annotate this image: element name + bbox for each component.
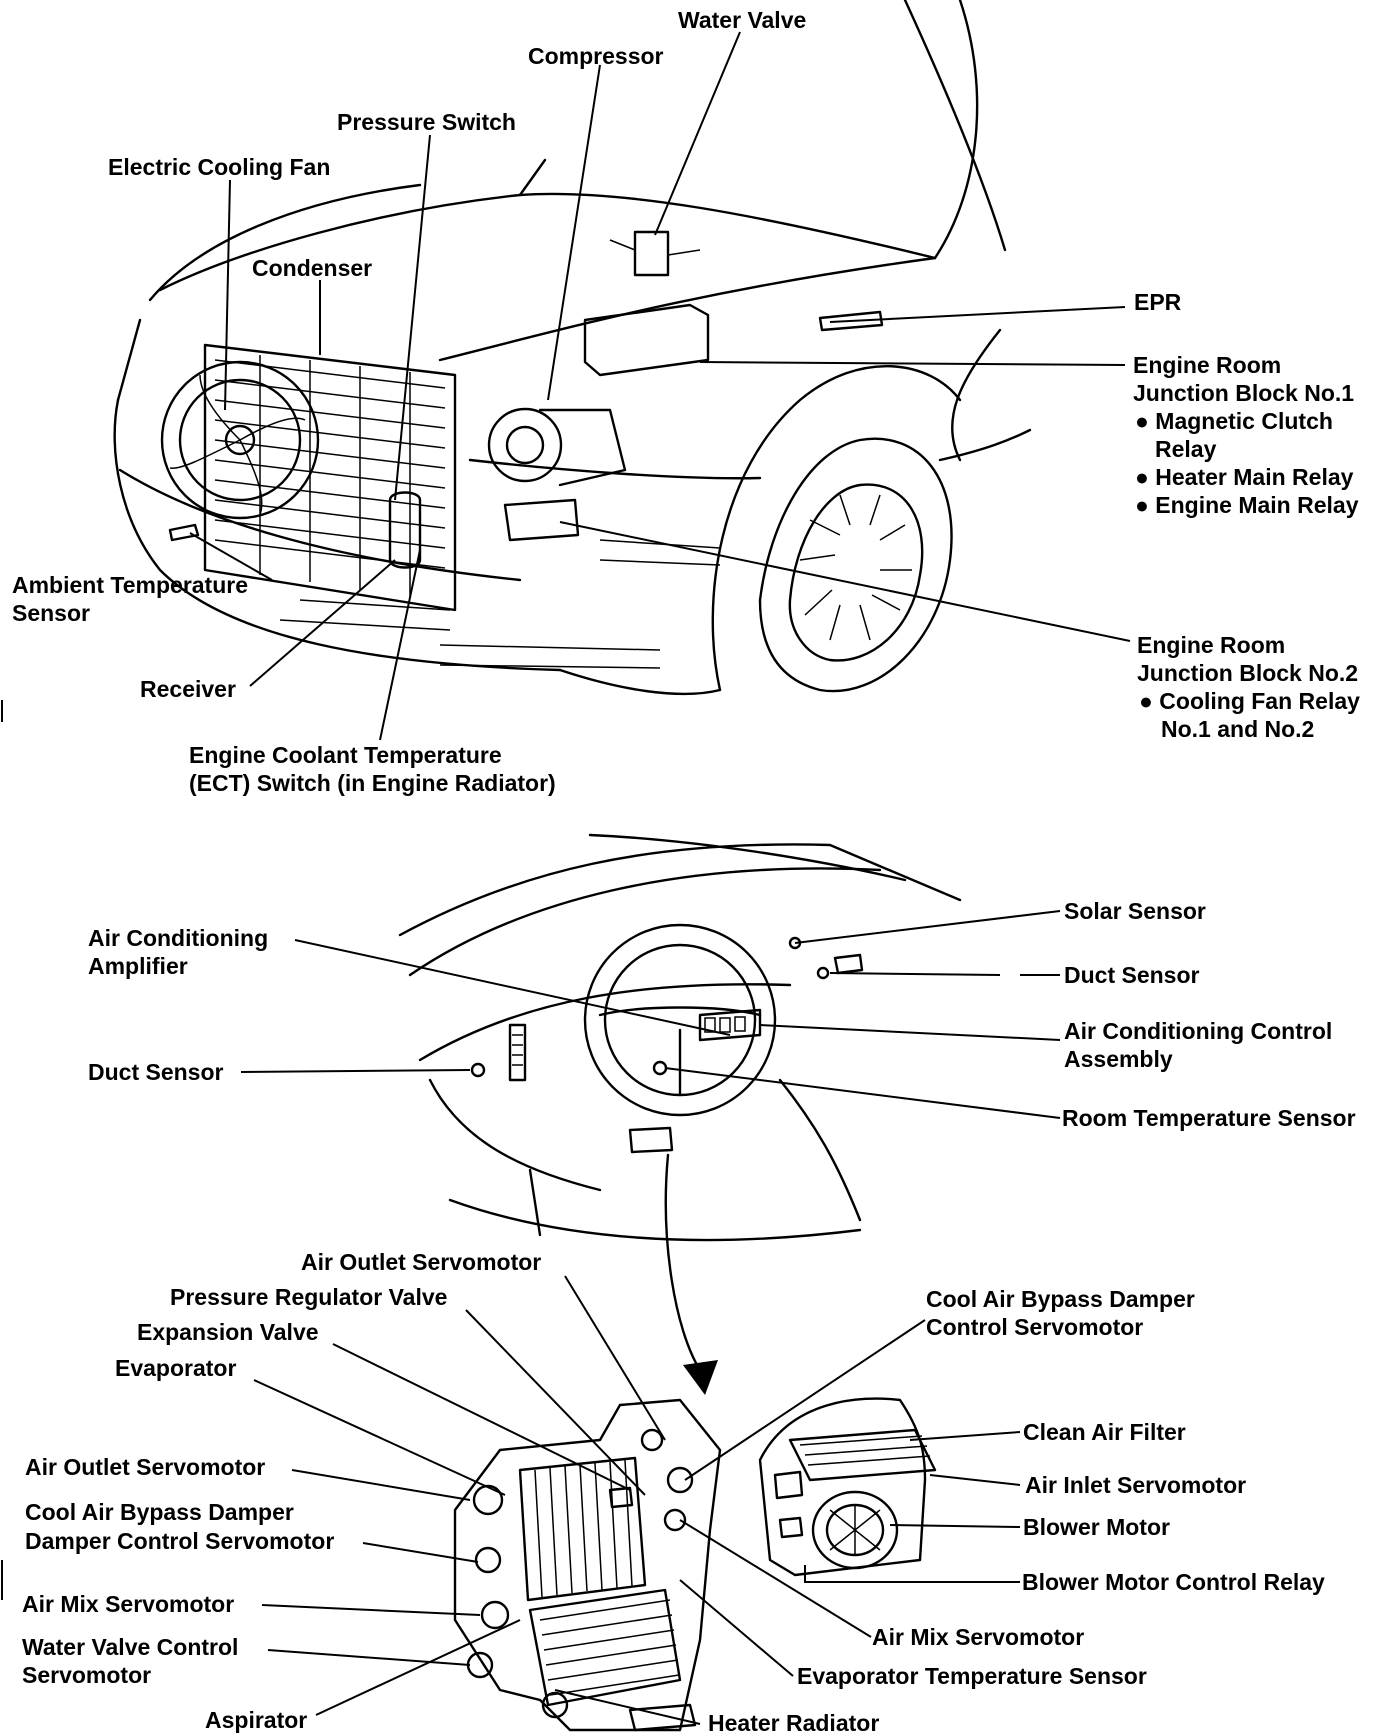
label-evaporator-temp-sensor: Evaporator Temperature Sensor (797, 1663, 1147, 1689)
hvac-unit-illustration (453, 1397, 937, 1732)
label-water-valve-control-line1: Water Valve Control (22, 1634, 238, 1660)
label-ambient-sensor-line2: Sensor (12, 600, 90, 626)
label-clean-air-filter: Clean Air Filter (1023, 1419, 1186, 1445)
label-air-inlet-servo: Air Inlet Servomotor (1025, 1472, 1246, 1498)
label-pressure-switch: Pressure Switch (337, 109, 516, 135)
engine-leader-lines (189, 31, 1131, 741)
label-room-temp-sensor: Room Temperature Sensor (1062, 1105, 1356, 1131)
label-ejb2-item1b: No.1 and No.2 (1161, 716, 1314, 742)
label-ejb1-item3: ● Engine Main Relay (1135, 492, 1359, 518)
label-pressure-regulator-valve: Pressure Regulator Valve (170, 1284, 447, 1310)
label-cool-bypass-right-line1: Cool Air Bypass Damper (926, 1286, 1195, 1312)
label-ejb1-item1: ● Magnetic Clutch (1135, 408, 1333, 434)
label-blower-motor-relay: Blower Motor Control Relay (1022, 1569, 1325, 1595)
label-air-outlet-servo-top: Air Outlet Servomotor (301, 1249, 541, 1275)
label-ac-control-line1: Air Conditioning Control (1064, 1018, 1332, 1044)
engine-labels: Water Valve Compressor Pressure Switch E… (12, 7, 1360, 796)
label-ect-switch-line2: (ECT) Switch (in Engine Radiator) (189, 770, 556, 796)
label-ejb1-line2: Junction Block No.1 (1133, 380, 1354, 406)
label-ejb1-line1: Engine Room (1133, 352, 1281, 378)
label-ac-amplifier-line2: Amplifier (88, 953, 188, 979)
label-receiver: Receiver (140, 676, 236, 702)
hvac-labels: Air Outlet Servomotor Pressure Regulator… (22, 1249, 1325, 1736)
dashboard-labels: Air Conditioning Amplifier Solar Sensor … (88, 898, 1356, 1131)
label-ejb1-item1b: Relay (1155, 436, 1217, 462)
label-duct-sensor-left: Duct Sensor (88, 1059, 224, 1085)
label-air-mix-servo-left: Air Mix Servomotor (22, 1591, 234, 1617)
label-ejb2-item1: ● Cooling Fan Relay (1139, 688, 1360, 714)
label-solar-sensor: Solar Sensor (1064, 898, 1206, 924)
dashboard-leader-lines (240, 910, 1061, 1119)
label-water-valve: Water Valve (678, 7, 806, 33)
dashboard-illustration (398, 833, 962, 1395)
label-ejb2-line2: Junction Block No.2 (1137, 660, 1358, 686)
label-epr: EPR (1134, 289, 1182, 315)
label-ambient-sensor-line1: Ambient Temperature (12, 572, 248, 598)
label-expansion-valve: Expansion Valve (137, 1319, 319, 1345)
label-heater-radiator: Heater Radiator (708, 1710, 879, 1736)
label-ejb1-item2: ● Heater Main Relay (1135, 464, 1354, 490)
label-electric-cooling-fan: Electric Cooling Fan (108, 154, 330, 180)
engine-compartment-illustration (113, 0, 1032, 696)
label-ac-amplifier-line1: Air Conditioning (88, 925, 268, 951)
label-blower-motor: Blower Motor (1023, 1514, 1170, 1540)
label-aspirator: Aspirator (205, 1707, 307, 1733)
label-duct-sensor-right: Duct Sensor (1064, 962, 1200, 988)
label-ejb2-line1: Engine Room (1137, 632, 1285, 658)
label-air-mix-servo-right: Air Mix Servomotor (872, 1624, 1084, 1650)
label-ac-control-line2: Assembly (1064, 1046, 1173, 1072)
label-air-outlet-servo-left: Air Outlet Servomotor (25, 1454, 265, 1480)
label-cool-bypass-left-line2: Damper Control Servomotor (25, 1528, 334, 1554)
label-ect-switch-line1: Engine Coolant Temperature (189, 742, 502, 768)
label-condenser: Condenser (252, 255, 372, 281)
label-evaporator: Evaporator (115, 1355, 236, 1381)
label-cool-bypass-right-line2: Control Servomotor (926, 1314, 1143, 1340)
hvac-leader-lines (253, 1275, 1021, 1725)
label-compressor: Compressor (528, 43, 664, 69)
label-water-valve-control-line2: Servomotor (22, 1662, 151, 1688)
label-cool-bypass-left-line1: Cool Air Bypass Damper (25, 1499, 294, 1525)
